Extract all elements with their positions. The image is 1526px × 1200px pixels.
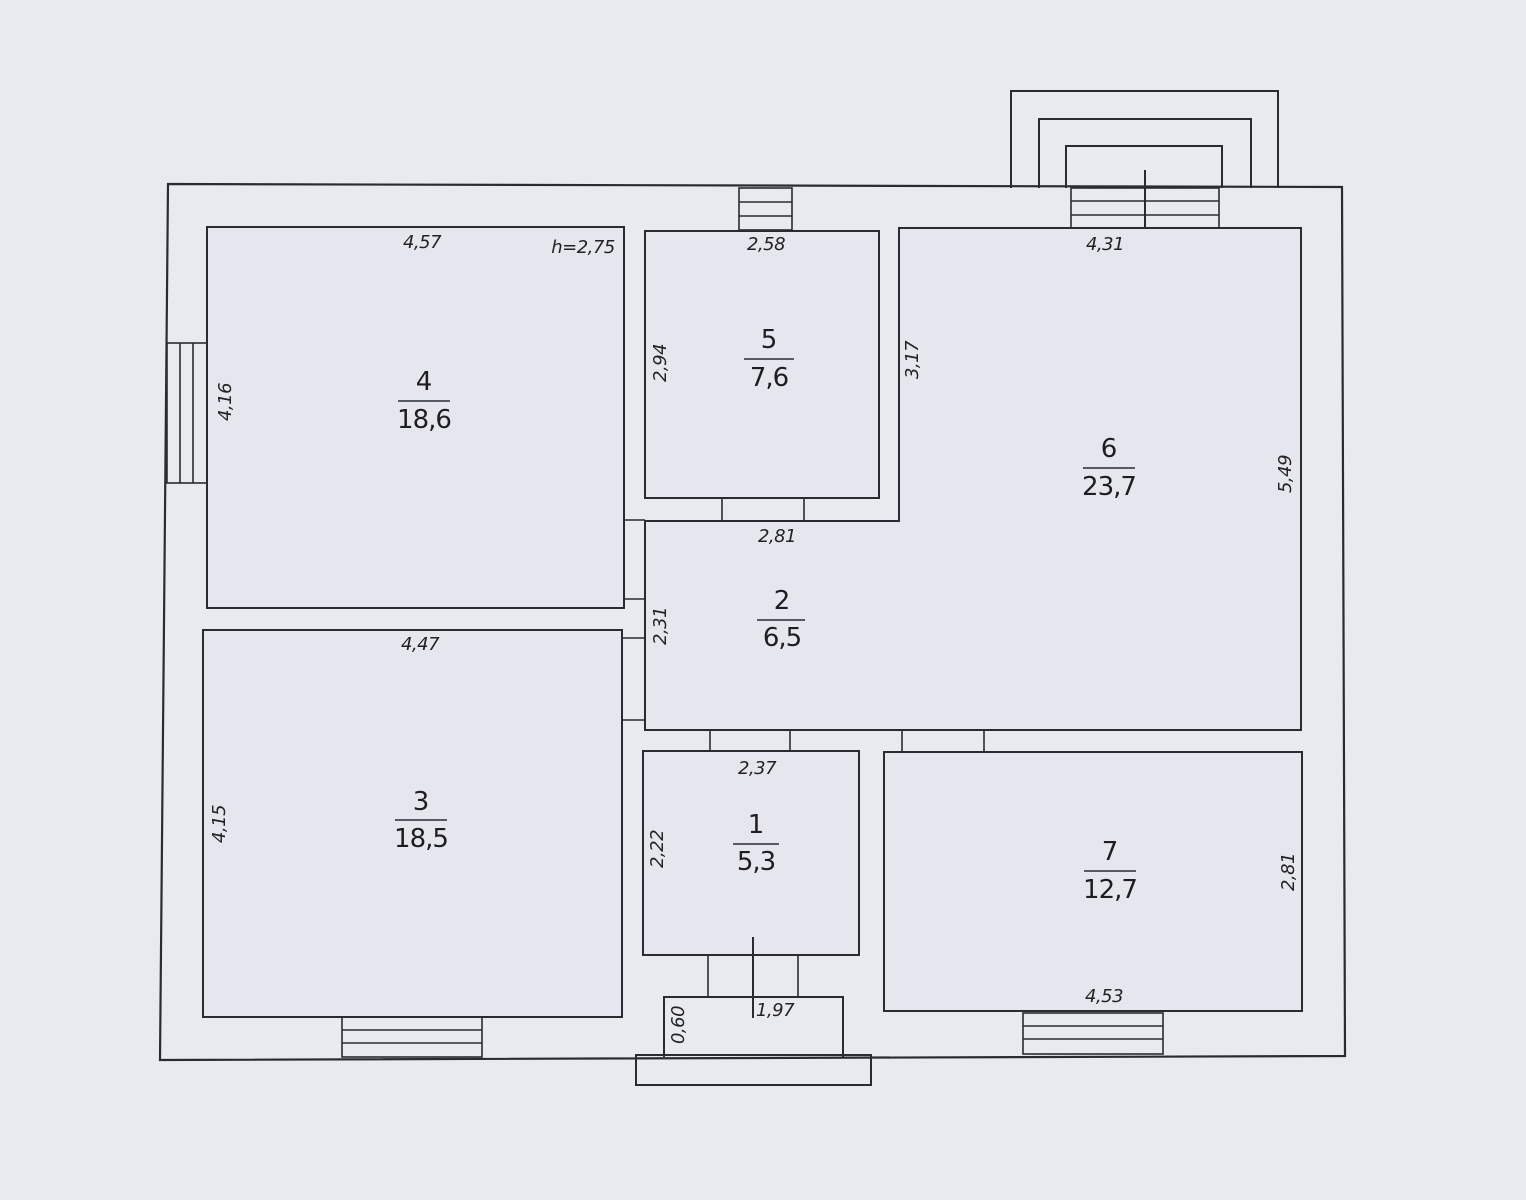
rear-stairs — [1010, 90, 1279, 245]
room-4 — [206, 226, 625, 609]
dim-room6-height-right: 5,49 — [1275, 455, 1296, 493]
dim-room5-width: 2,58 — [747, 234, 785, 255]
dim-room6-height-left: 3,17 — [902, 340, 923, 379]
room-5 — [644, 230, 880, 499]
window-top — [738, 187, 793, 231]
room-area: 18,6 — [397, 405, 451, 435]
label-room-1: 1 5,3 — [733, 810, 779, 877]
room-number: 3 — [413, 787, 430, 817]
room-number: 2 — [774, 586, 791, 616]
room-area: 12,7 — [1083, 875, 1137, 905]
dim-room3-height: 4,15 — [209, 805, 230, 843]
room-area: 6,5 — [763, 623, 801, 653]
dimension-labels: 4,57 h=2,75 4,16 2,58 2,94 4,31 3,17 5,4… — [209, 232, 1299, 1044]
window-left — [166, 342, 208, 484]
label-room-5: 5 7,6 — [744, 325, 794, 393]
label-room-7: 7 12,7 — [1083, 837, 1138, 905]
room-3 — [202, 629, 623, 1018]
room-number: 4 — [416, 367, 433, 397]
room-number: 1 — [748, 810, 765, 840]
room-area: 5,3 — [737, 847, 775, 877]
label-room-2: 2 6,5 — [757, 586, 805, 653]
window-bottom-right — [1022, 1012, 1164, 1055]
label-room-3: 3 18,5 — [394, 787, 449, 854]
room-area: 7,6 — [750, 363, 788, 393]
room-area: 18,5 — [394, 824, 448, 854]
dim-room5-height: 2,94 — [650, 344, 671, 382]
dim-room4-width: 4,57 — [403, 232, 442, 253]
label-room-6: 6 23,7 — [1082, 434, 1137, 502]
room-number: 7 — [1102, 837, 1119, 867]
room-7 — [883, 751, 1303, 1012]
doorways — [622, 498, 985, 1018]
dim-room7-width: 4,53 — [1085, 986, 1123, 1007]
ceiling-height: h=2,75 — [551, 237, 615, 258]
dim-room2-height: 2,31 — [650, 607, 671, 645]
room-area: 23,7 — [1082, 472, 1136, 502]
outer-wall — [158, 182, 1347, 1062]
dim-room3-width: 4,47 — [401, 634, 440, 655]
dim-room1-height: 2,22 — [647, 830, 668, 868]
dim-room2-width: 2,81 — [758, 526, 796, 547]
dim-room7-height: 2,81 — [1278, 853, 1299, 891]
room-number: 5 — [761, 325, 778, 355]
dim-porch-depth: 0,60 — [668, 1006, 689, 1044]
room-6-2 — [644, 227, 1302, 731]
room-1 — [642, 750, 860, 956]
window-bottom-left — [341, 1016, 483, 1058]
dim-room6-width: 4,31 — [1086, 234, 1124, 255]
room-number: 6 — [1101, 434, 1118, 464]
dim-porch-width: 1,97 — [756, 1000, 795, 1021]
label-room-4: 4 18,6 — [397, 367, 452, 435]
dim-room4-height: 4,16 — [215, 383, 236, 421]
dim-room1-width: 2,37 — [738, 758, 777, 779]
